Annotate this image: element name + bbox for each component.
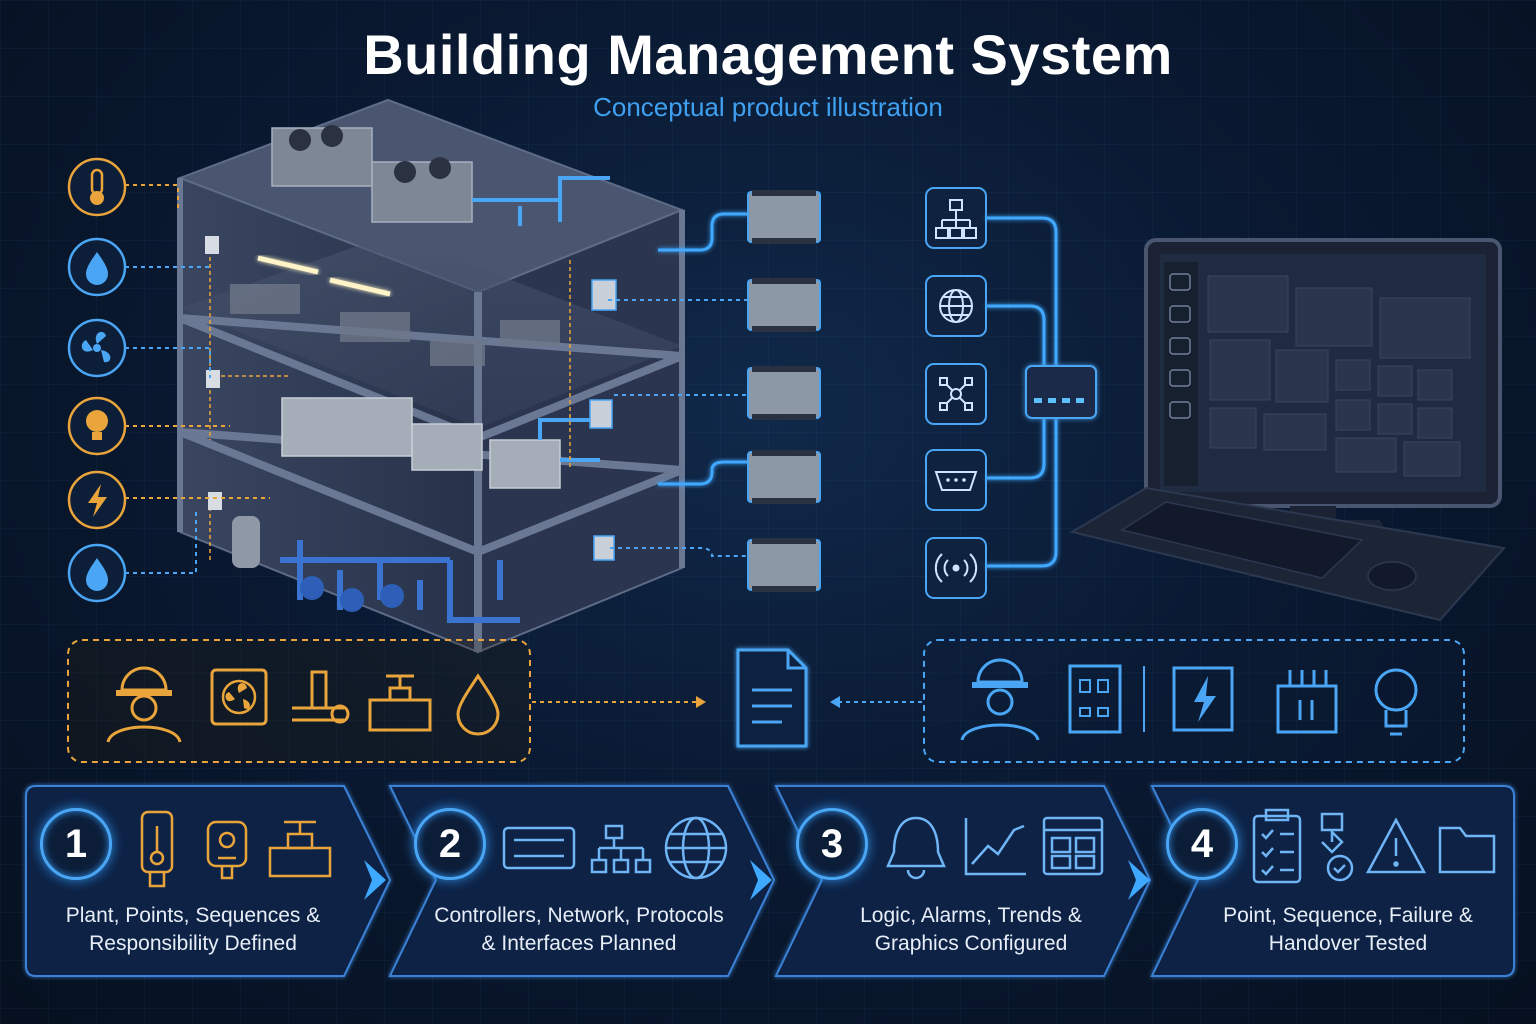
controller-column <box>747 190 821 592</box>
document-icon <box>736 648 808 748</box>
step-3-text: Logic, Alarms, Trends & Graphics Configu… <box>860 904 1082 955</box>
step-4-card <box>1150 785 1515 977</box>
step-1: 1 Plant, Points, Sequences & Responsibil… <box>26 786 390 976</box>
step-1-icons <box>140 810 332 888</box>
checklist-icon <box>1252 808 1302 884</box>
water-drop-icon <box>67 237 210 297</box>
controller-unit-2 <box>747 278 821 332</box>
page-subtitle: Conceptual product illustration <box>593 92 943 122</box>
page-title: Building Management System <box>363 23 1173 86</box>
controller-icon <box>502 826 576 870</box>
right-responsibility-icons <box>960 658 1418 741</box>
trend-chart-icon <box>964 818 1026 876</box>
sensor-icon <box>206 820 248 880</box>
water-drop-icon <box>67 510 197 603</box>
chevron-right-icon <box>750 860 772 900</box>
network-switch <box>1025 365 1097 419</box>
step-4: 4 Point, Sequence, Failure & Handover Te… <box>1152 786 1514 976</box>
step-2-text: Controllers, Network, Protocols & Interf… <box>434 904 724 955</box>
fan-icon <box>67 318 211 378</box>
globe-icon <box>664 816 728 880</box>
fan-unit-icon <box>210 668 268 726</box>
water-drop-icon <box>456 673 500 736</box>
rooftop-chiller-units <box>271 125 610 226</box>
hierarchy-icon <box>590 824 652 874</box>
bell-icon <box>886 816 946 880</box>
controller-unit-3 <box>747 366 821 420</box>
light-bulb-icon <box>1374 668 1418 736</box>
serial-port-icon <box>925 449 987 511</box>
thermostat-icon <box>140 810 174 888</box>
building-illustration <box>177 98 685 654</box>
light-bulb-icon <box>67 396 230 456</box>
controller-unit-1 <box>747 190 821 244</box>
thermometer-icon <box>67 157 179 217</box>
switchgear-icon <box>1276 670 1338 734</box>
step-3-card <box>774 785 1152 977</box>
left-responsibility-icons <box>106 666 500 743</box>
protocol-column <box>925 187 987 599</box>
step-1-number: 1 <box>40 808 112 880</box>
control-panel-icon <box>1068 664 1122 734</box>
wireless-icon <box>925 537 987 599</box>
lightning-icon <box>67 470 270 530</box>
flow-check-icon <box>1320 812 1354 882</box>
step-2-number: 2 <box>414 808 486 880</box>
step-4-icons <box>1252 808 1496 884</box>
engineer-icon <box>106 666 182 743</box>
step-2-icons <box>502 816 728 880</box>
step-3: 3 Logic, Alarms, Trends & Graphics Confi… <box>776 786 1150 976</box>
chevron-right-icon <box>1128 860 1150 900</box>
valve-icon <box>268 820 332 878</box>
dashboard-icon <box>1042 816 1104 876</box>
hierarchy-icon <box>925 187 987 249</box>
step-2: 2 Controllers, Network, Protocols & Inte… <box>390 786 774 976</box>
step-4-number: 4 <box>1166 808 1238 880</box>
step-4-text: Point, Sequence, Failure & Handover Test… <box>1223 904 1473 955</box>
step-3-icons <box>886 816 1104 880</box>
engineer-icon <box>960 658 1040 741</box>
sensor-column <box>67 157 270 603</box>
step-3-number: 3 <box>796 808 868 880</box>
chevron-right-icon <box>364 860 386 900</box>
step-1-text: Plant, Points, Sequences & Responsibilit… <box>65 904 321 955</box>
valve-icon <box>368 674 432 732</box>
warning-icon <box>1365 817 1427 874</box>
electrical-panel-icon <box>1172 666 1234 732</box>
folder-icon <box>1438 826 1496 874</box>
pipe-sensor-icon <box>292 670 350 724</box>
workstation <box>1069 238 1506 622</box>
